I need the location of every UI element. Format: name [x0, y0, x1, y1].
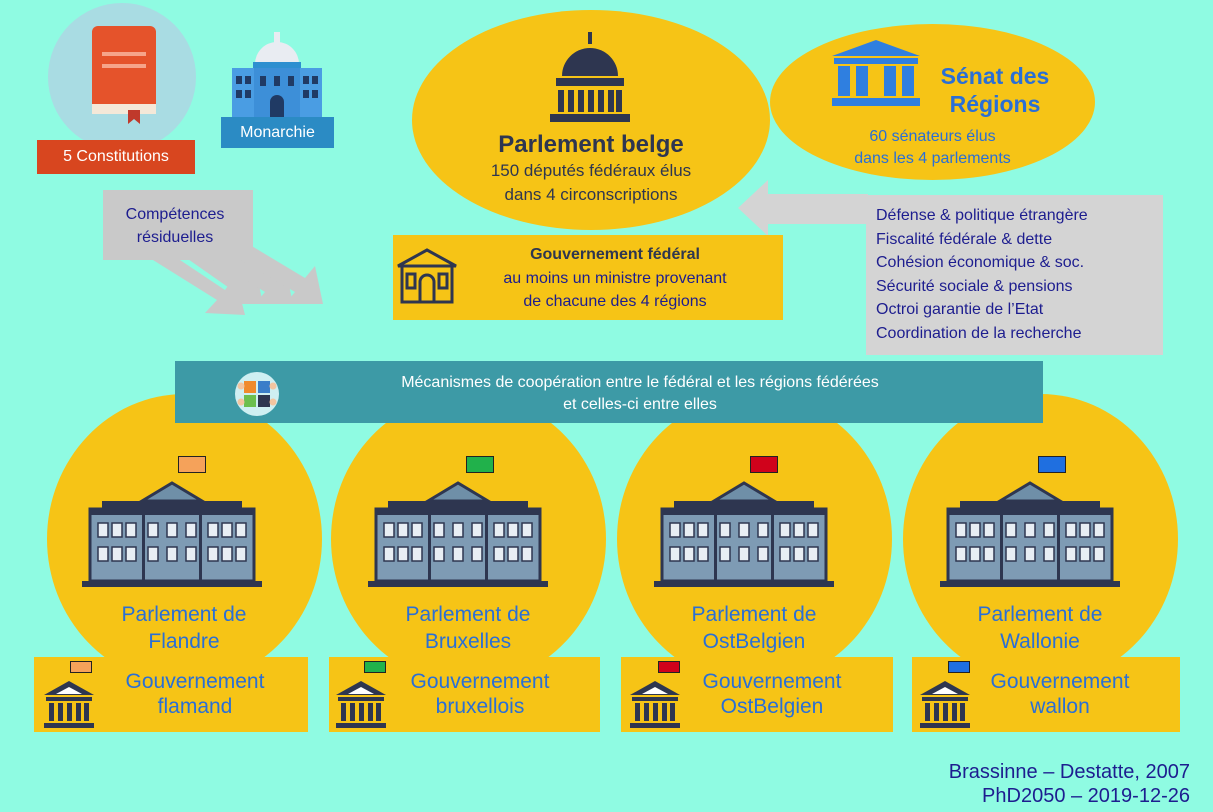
senat-title: Sénat des Régions [920, 62, 1070, 118]
gouvernement-line2: flamand [157, 695, 233, 718]
book-icon [92, 26, 156, 124]
competence-item: Octroi garantie de l’Etat [876, 301, 1044, 318]
gouvernement-federal-line2: de chacune des 4 régions [523, 293, 707, 310]
parliament-building-icon [82, 477, 262, 587]
government-building-icon [336, 679, 386, 729]
parlement-line1: Parlement de [691, 603, 817, 626]
gouvernement-line1: Gouvernement [990, 670, 1130, 693]
gouvernement-text-flandre: Gouvernement flamand [95, 669, 295, 719]
parlement-line2: Flandre [148, 630, 220, 653]
federal-building-icon [397, 248, 457, 304]
parlement-line2: Bruxelles [424, 630, 512, 653]
senate-building-icon [832, 40, 920, 106]
gouvernement-federal-box [393, 235, 783, 320]
cooperation-line1: Mécanismes de coopération entre le fédér… [401, 374, 879, 391]
parlement-line1: Parlement de [121, 603, 247, 626]
constitutions-label: 5 Constitutions [37, 140, 195, 174]
parliament-building-icon [654, 477, 834, 587]
flag-icon [1038, 456, 1066, 473]
parlement-line2: OstBelgien [702, 630, 806, 653]
competences-list: Défense & politique étrangère Fiscalité … [876, 204, 1166, 345]
gouvernement-text-ostbelgien: Gouvernement OstBelgien [672, 669, 872, 719]
gouvernement-line1: Gouvernement [702, 670, 842, 693]
senat-title-line2: Régions [949, 91, 1041, 117]
senat-line1: 60 sénateurs élus [869, 128, 996, 145]
gouvernement-line2: bruxellois [435, 695, 525, 718]
parliament-building-icon [368, 477, 548, 587]
residual-label-line1: Compétences [125, 206, 225, 223]
parliament-building-icon [940, 477, 1120, 587]
gouvernement-line1: Gouvernement [410, 670, 550, 693]
competences-arrow [738, 180, 868, 236]
residual-label-line2: résiduelles [136, 229, 214, 246]
parlement-title-bruxelles: Parlement de Bruxelles [368, 601, 568, 655]
parlement-line1: Parlement de [977, 603, 1103, 626]
flag-icon [466, 456, 494, 473]
parlement-line2: Wallonie [1000, 630, 1080, 653]
competence-item: Cohésion économique & soc. [876, 254, 1085, 271]
gouvernement-line1: Gouvernement [125, 670, 265, 693]
footer-line1: Brassinne – Destatte, 2007 [948, 761, 1190, 783]
capitol-icon [550, 32, 630, 122]
small-flag-icon [948, 661, 970, 673]
competences-box [866, 195, 1163, 355]
parlement-belge-line1: 150 députés fédéraux élus [490, 161, 692, 180]
footer-credit: Brassinne – Destatte, 2007 PhD2050 – 201… [880, 760, 1190, 808]
gouvernement-text-wallonie: Gouvernement wallon [960, 669, 1160, 719]
competence-item: Sécurité sociale & pensions [876, 277, 1073, 295]
senat-line2: dans les 4 parlements [854, 150, 1011, 167]
senat-circle [770, 24, 1095, 180]
gouvernement-line2: OstBelgien [720, 695, 824, 718]
gouvernement-line2: wallon [1030, 695, 1090, 718]
cooperation-line2: et celles-ci entre elles [563, 396, 717, 413]
cooperation-icon [235, 372, 279, 416]
parlement-belge-title: Parlement belge [498, 131, 684, 158]
residual-label: Compétences résiduelles [100, 203, 250, 249]
gouvernement-text-bruxelles: Gouvernement bruxellois [380, 669, 580, 719]
parlement-belge-line2: dans 4 circonscriptions [504, 185, 678, 204]
small-flag-icon [364, 661, 386, 673]
parlement-line1: Parlement de [405, 603, 531, 626]
cooperation-band [175, 361, 1043, 423]
competence-item: Fiscalité fédérale & dette [876, 230, 1053, 248]
senat-title-line1: Sénat des [940, 63, 1050, 89]
competence-item: Coordination de la recherche [876, 324, 1082, 342]
small-flag-icon [658, 661, 680, 673]
residual-arrows [103, 190, 323, 315]
flag-icon [750, 456, 778, 473]
competence-item: Défense & politique étrangère [876, 207, 1088, 224]
monarchie-label: Monarchie [221, 117, 334, 148]
cooperation-text: Mécanismes de coopération entre le fédér… [300, 372, 980, 416]
footer-line2: PhD2050 – 2019-12-26 [982, 785, 1190, 807]
government-building-icon [44, 679, 94, 729]
parlement-title-wallonie: Parlement de Wallonie [940, 601, 1140, 655]
parlement-title-flandre: Parlement de Flandre [84, 601, 284, 655]
gouvernement-federal-line1: au moins un ministre provenant [503, 270, 727, 287]
flag-icon [178, 456, 206, 473]
gouvernement-federal-title: Gouvernement fédéral [530, 246, 700, 263]
small-flag-icon [70, 661, 92, 673]
parlement-title-ostbelgien: Parlement de OstBelgien [654, 601, 854, 655]
palace-icon [232, 32, 322, 120]
